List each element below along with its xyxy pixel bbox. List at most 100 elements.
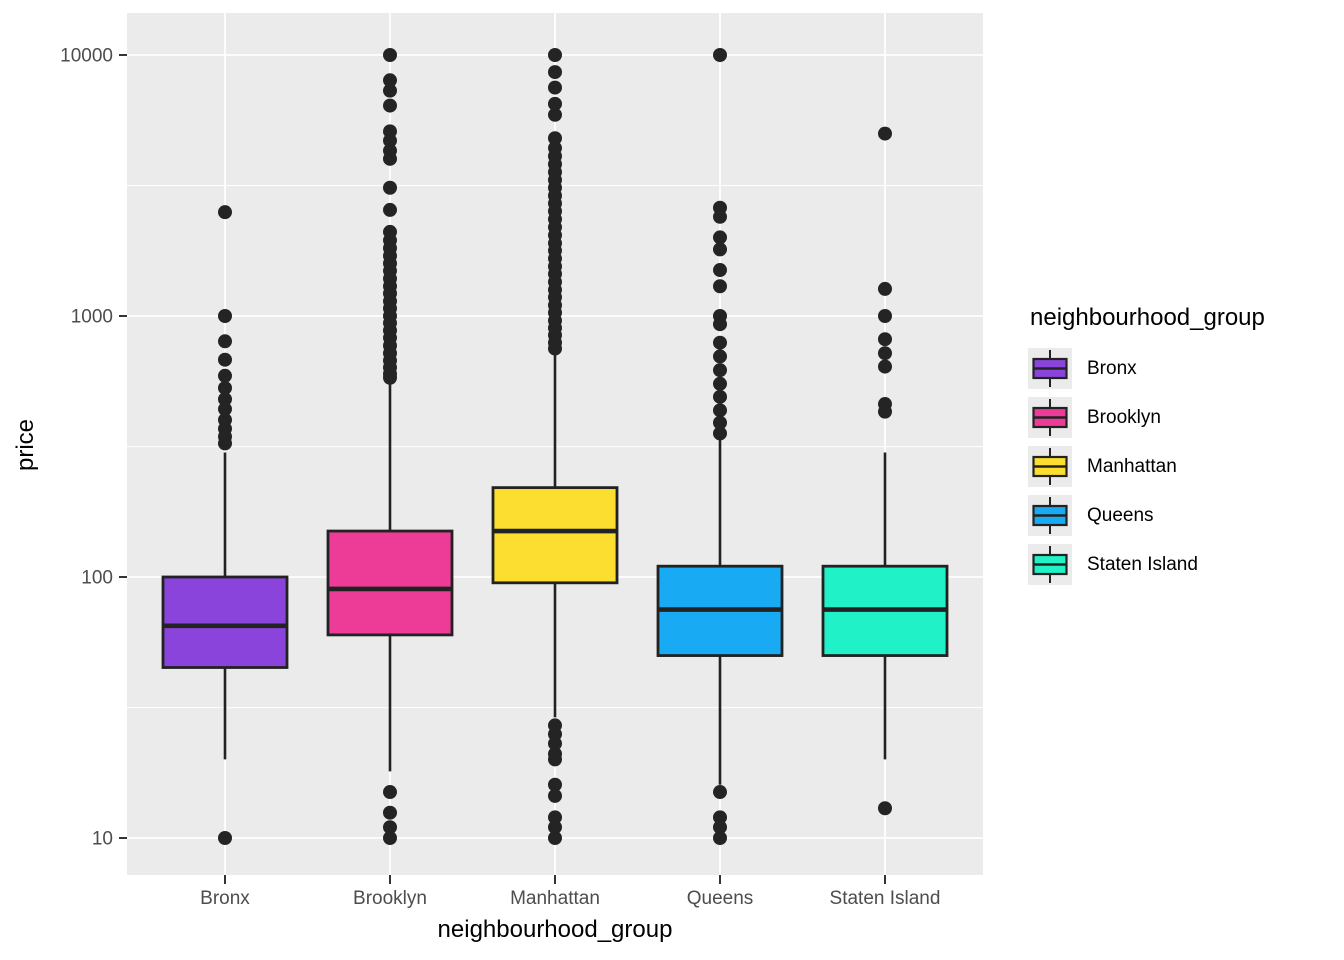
legend-key-boxplot-icon: [1028, 544, 1072, 585]
outlier-point: [878, 801, 892, 816]
outlier-point: [878, 309, 892, 323]
outlier-point: [548, 810, 562, 825]
legend-item-brooklyn: Brooklyn: [1028, 397, 1265, 438]
legend-title: neighbourhood_group: [1030, 304, 1265, 331]
outlier-point: [218, 352, 232, 367]
outlier-point: [548, 107, 562, 122]
y-tick-label: 10: [92, 829, 113, 850]
outlier-point: [878, 332, 892, 347]
outlier-point: [218, 334, 232, 349]
outlier-point: [383, 820, 397, 835]
outlier-point: [878, 126, 892, 141]
legend-key-boxplot-icon: [1028, 348, 1072, 389]
outlier-point: [548, 80, 562, 95]
x-tick-label: Queens: [687, 888, 754, 909]
outlier-point: [383, 98, 397, 113]
outlier-point: [713, 48, 727, 62]
outlier-point: [548, 48, 562, 62]
outlier-point: [548, 831, 562, 845]
outlier-point: [383, 785, 397, 800]
outlier-point: [713, 831, 727, 845]
outlier-point: [713, 242, 727, 257]
outlier-point: [383, 370, 397, 385]
outlier-point: [878, 404, 892, 419]
outlier-point: [548, 65, 562, 80]
legend-item-manhattan: Manhattan: [1028, 446, 1265, 487]
outlier-point: [548, 341, 562, 356]
x-tick-label: Brooklyn: [353, 888, 427, 909]
legend-item-bronx: Bronx: [1028, 348, 1265, 389]
legend-item-label: Manhattan: [1087, 455, 1177, 477]
x-tick-label: Manhattan: [510, 888, 600, 909]
legend-key-boxplot-icon: [1028, 446, 1072, 487]
outlier-point: [713, 279, 727, 294]
outlier-point: [218, 392, 232, 407]
outlier-point: [218, 831, 232, 845]
outlier-point: [713, 403, 727, 418]
outlier-point: [713, 209, 727, 224]
legend-item-label: Bronx: [1087, 357, 1137, 379]
outlier-point: [218, 436, 232, 451]
outlier-point: [713, 335, 727, 350]
outlier-point: [878, 281, 892, 296]
legend-key-boxplot-icon: [1028, 397, 1072, 438]
outlier-point: [548, 736, 562, 751]
outlier-point: [713, 363, 727, 378]
legend-item-label: Queens: [1087, 504, 1154, 526]
outlier-point: [218, 309, 232, 323]
outlier-point: [383, 180, 397, 195]
x-axis-title: neighbourhood_group: [437, 916, 673, 943]
outlier-point: [383, 831, 397, 845]
outlier-point: [878, 359, 892, 374]
outlier-point: [713, 317, 727, 332]
outlier-point: [383, 73, 397, 88]
boxplot-staten-island: [821, 126, 949, 816]
y-tick-label: 10000: [60, 46, 113, 67]
outlier-point: [383, 83, 397, 98]
legend-item-label: Brooklyn: [1087, 406, 1161, 428]
outlier-point: [713, 263, 727, 278]
outlier-point: [713, 415, 727, 430]
legend-item-queens: Queens: [1028, 495, 1265, 536]
outlier-point: [713, 376, 727, 391]
outlier-point: [218, 205, 232, 220]
boxplot-bronx: [161, 205, 289, 845]
outlier-point: [548, 131, 562, 146]
y-tick-label: 100: [81, 568, 113, 589]
outlier-point: [383, 48, 397, 62]
outlier-point: [713, 230, 727, 245]
outlier-point: [548, 752, 562, 767]
iqr-box: [491, 486, 619, 585]
outlier-point: [548, 96, 562, 111]
outlier-point: [713, 820, 727, 835]
outlier-point: [548, 820, 562, 835]
outlier-point: [218, 368, 232, 383]
outlier-point: [548, 777, 562, 792]
boxplot-brooklyn: [326, 48, 454, 845]
legend-item-label: Staten Island: [1087, 553, 1198, 575]
outlier-point: [713, 426, 727, 441]
outlier-point: [713, 349, 727, 364]
outlier-point: [713, 810, 727, 825]
outlier-point: [878, 346, 892, 361]
y-tick-label: 1000: [71, 307, 113, 328]
x-tick-label: Staten Island: [830, 888, 941, 909]
iqr-box: [326, 529, 454, 637]
iqr-box: [161, 575, 289, 669]
outlier-point: [383, 151, 397, 166]
x-tick-label: Bronx: [200, 888, 250, 909]
legend-items: Bronx Brooklyn Manhattan: [1028, 348, 1265, 585]
outlier-point: [713, 785, 727, 800]
y-axis-title: price: [12, 418, 39, 472]
outlier-point: [383, 133, 397, 148]
legend-key-boxplot-icon: [1028, 495, 1072, 536]
legend-item-staten-island: Staten Island: [1028, 544, 1265, 585]
outlier-point: [713, 389, 727, 404]
outlier-point: [218, 402, 232, 417]
outlier-point: [383, 202, 397, 217]
outlier-point: [548, 788, 562, 803]
legend: neighbourhood_group Bronx Brooklyn: [1028, 304, 1265, 593]
outlier-point: [218, 380, 232, 395]
